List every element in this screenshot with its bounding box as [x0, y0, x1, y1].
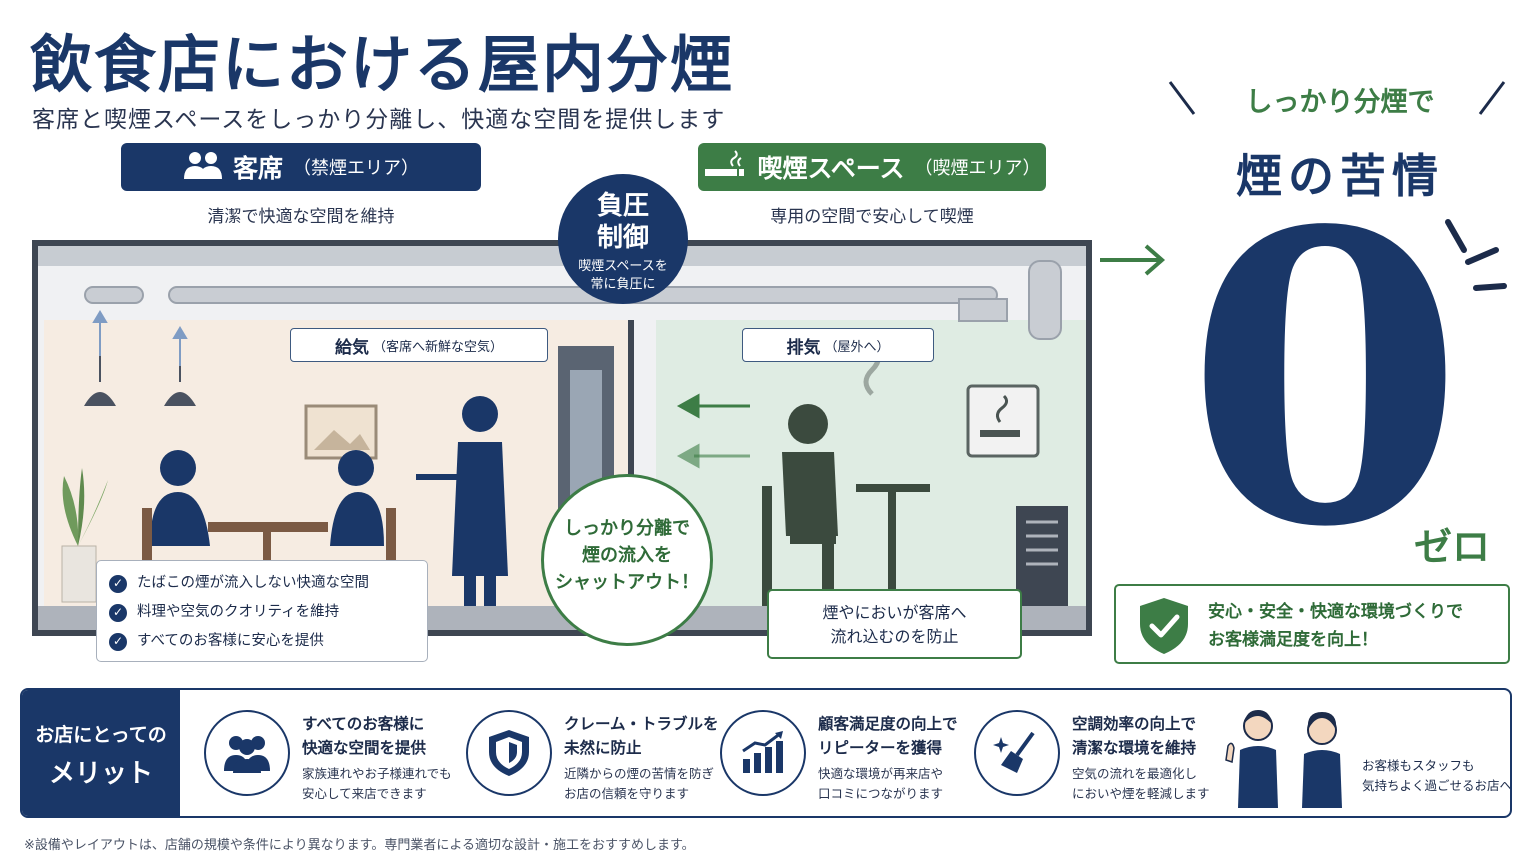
- cigarette-icon: [703, 150, 747, 184]
- merit-desc-line-2: においや煙を軽減します: [1072, 786, 1210, 801]
- page-subtitle: 客席と喫煙スペースをしっかり分離し、快適な空間を提供します: [32, 107, 726, 133]
- merit-desc-line-1: 空気の流れを最適化し: [1072, 766, 1198, 781]
- merits-heading-line-2: メリット: [48, 759, 153, 789]
- smoke-zone-note: （喫煙エリア）: [914, 158, 1041, 179]
- zero-numeral: 0: [1185, 145, 1465, 615]
- merit-title-line-2: リピーターを獲得: [818, 739, 943, 757]
- list-item: ✓ すべてのお客様に安心を提供: [109, 627, 415, 656]
- exhaust-pipe: [1028, 260, 1062, 340]
- check-icon: ✓: [109, 603, 127, 622]
- merit-desc: 家族連れやお子様連れでも安心して来店できます: [302, 764, 452, 804]
- shield-icon: [466, 710, 552, 796]
- assurance-box: 安心・安全・快適な環境づくりで お客様満足度を向上！: [1114, 584, 1510, 664]
- merits-panel: お店にとっての メリット すべてのお客様に快適な空間を提供 家族連れやお子様連れ…: [20, 688, 1512, 818]
- staff-illustration: [1225, 710, 1342, 808]
- negative-pressure-title-1: 負圧: [596, 191, 649, 221]
- merit-desc-line-1: 近隣からの煙の苦情を防ぎ: [564, 766, 715, 781]
- smoke-zone-title: 喫煙スペース: [757, 154, 905, 183]
- merit-title: すべてのお客様に快適な空間を提供: [302, 712, 426, 760]
- shutout-line-2: 煙の流入を: [582, 545, 672, 566]
- accent-slashes-icon: [1168, 81, 1506, 115]
- merit-desc-line-2: お店の信頼を守ります: [564, 786, 690, 801]
- supply-air-note: （客席へ新鮮な空気）: [372, 339, 503, 355]
- merit-title-line-1: すべてのお客様に: [302, 715, 425, 733]
- shutout-line-1: しっかり分離で: [564, 518, 690, 539]
- shutout-badge: しっかり分離で 煙の流入を シャットアウト！: [541, 474, 713, 646]
- seat-zone-title: 客席: [232, 154, 283, 183]
- merit-title-line-2: 快適な空間を提供: [302, 739, 427, 757]
- negative-pressure-desc-2: 常に負圧に: [590, 277, 656, 292]
- result-headline: 煙の苦情: [1236, 149, 1444, 203]
- merit-title-line-1: 顧客満足度の向上で: [818, 715, 958, 733]
- outflow-arrow-icon: [1100, 244, 1166, 276]
- merit-title-line-2: 未然に防止: [564, 739, 642, 757]
- check-icon: ✓: [109, 574, 127, 593]
- merit-title-line-2: 清潔な環境を維持: [1072, 739, 1197, 757]
- merit-desc-line-1: 家族連れやお子様連れでも: [302, 766, 452, 781]
- merit-desc: 近隣からの煙の苦情を防ぎお店の信頼を守ります: [564, 764, 714, 804]
- exhaust-fan: [958, 298, 1008, 322]
- exhaust-air-label: 排気 （屋外へ）: [742, 328, 934, 362]
- people-icon: [183, 150, 223, 184]
- chart-up-icon: [720, 710, 806, 796]
- exhaust-air-note: （屋外へ）: [824, 339, 890, 355]
- supply-duct: [84, 286, 144, 304]
- exhaust-air-title: 排気: [786, 337, 821, 358]
- benefit-text: たばこの煙が流入しない快適な空間: [137, 575, 369, 591]
- smoke-zone-badge: 喫煙スペース （喫煙エリア）: [698, 143, 1046, 191]
- merit-title-line-1: 空調効率の向上で: [1072, 715, 1197, 733]
- negative-pressure-badge: 負圧 制御 喫煙スペースを 常に負圧に: [558, 174, 688, 304]
- list-item: ✓ 料理や空気のクオリティを維持: [109, 598, 415, 627]
- merits-heading: お店にとっての メリット: [22, 690, 180, 816]
- seat-zone-caption: 清潔で快適な空間を維持: [207, 207, 395, 227]
- merit-desc: 空気の流れを最適化しにおいや煙を軽減します: [1072, 764, 1210, 804]
- prevent-line-1: 煙やにおいが客席へ: [822, 603, 967, 622]
- check-icon: ✓: [109, 632, 127, 651]
- merit-title: 顧客満足度の向上でリピーターを獲得: [818, 712, 958, 760]
- merits-heading-line-1: お店にとっての: [35, 724, 167, 746]
- smoke-zone-caption: 専用の空間で安心して喫煙: [770, 207, 974, 227]
- zero-label: ゼロ: [1414, 525, 1491, 569]
- prevent-line-2: 流れ込むのを防止: [830, 627, 959, 646]
- merit-desc-line-1: 快適な環境が再来店や: [818, 766, 944, 781]
- shield-check-icon: [1140, 598, 1188, 654]
- merit-desc-line-2: 安心して来店できます: [302, 786, 427, 801]
- seat-area: [44, 320, 628, 606]
- staff-message: お客様もスタッフも 気持ちよく過ごせるお店へ: [1362, 756, 1512, 796]
- list-item: ✓ たばこの煙が流入しない快適な空間: [109, 569, 415, 598]
- supply-air-label: 給気 （客席へ新鮮な空気）: [290, 328, 548, 362]
- partition-wall: [628, 320, 634, 606]
- staff-message-line-1: お客様もスタッフも: [1362, 758, 1475, 773]
- result-lead: しっかり分煙で: [1245, 87, 1435, 118]
- staff-message-line-2: 気持ちよく過ごせるお店へ: [1362, 778, 1512, 793]
- broom-icon: [974, 710, 1060, 796]
- negative-pressure-title-2: 制御: [596, 223, 649, 253]
- merit-title-line-1: クレーム・トラブルを: [564, 715, 719, 733]
- merit-title: クレーム・トラブルを未然に防止: [564, 712, 719, 760]
- prevent-note: 煙やにおいが客席へ 流れ込むのを防止: [767, 589, 1022, 659]
- room-illustration: [61, 310, 1068, 606]
- merit-desc: 快適な環境が再来店や口コミにつながります: [818, 764, 943, 804]
- benefit-text: 料理や空気のクオリティを維持: [137, 604, 340, 620]
- seat-zone-badge: 客席 （禁煙エリア）: [121, 143, 481, 191]
- shutout-line-3: シャットアウト！: [555, 572, 699, 593]
- people-icon: [204, 710, 290, 796]
- assurance-line-2: お客様満足度を向上！: [1208, 630, 1378, 650]
- assurance-line-1: 安心・安全・快適な環境づくりで: [1208, 602, 1463, 622]
- seat-zone-note: （禁煙エリア）: [293, 158, 419, 179]
- assurance-text: 安心・安全・快適な環境づくりで お客様満足度を向上！: [1208, 598, 1463, 654]
- merit-desc-line-2: 口コミにつながります: [818, 786, 944, 801]
- merit-title: 空調効率の向上で清潔な環境を維持: [1072, 712, 1196, 760]
- page-title: 飲食店における屋内分煙: [30, 28, 735, 101]
- seat-benefits-list: ✓ たばこの煙が流入しない快適な空間 ✓ 料理や空気のクオリティを維持 ✓ すべてのお…: [96, 560, 428, 662]
- emphasis-lines-icon: [1445, 219, 1507, 291]
- benefit-text: すべてのお客様に安心を提供: [137, 633, 324, 649]
- negative-pressure-desc-1: 喫煙スペースを: [578, 259, 668, 274]
- footnote: ※設備やレイアウトは、店舗の規模や条件により異なります。専門業者による適切な設計…: [24, 838, 695, 853]
- supply-air-title: 給気: [334, 337, 369, 358]
